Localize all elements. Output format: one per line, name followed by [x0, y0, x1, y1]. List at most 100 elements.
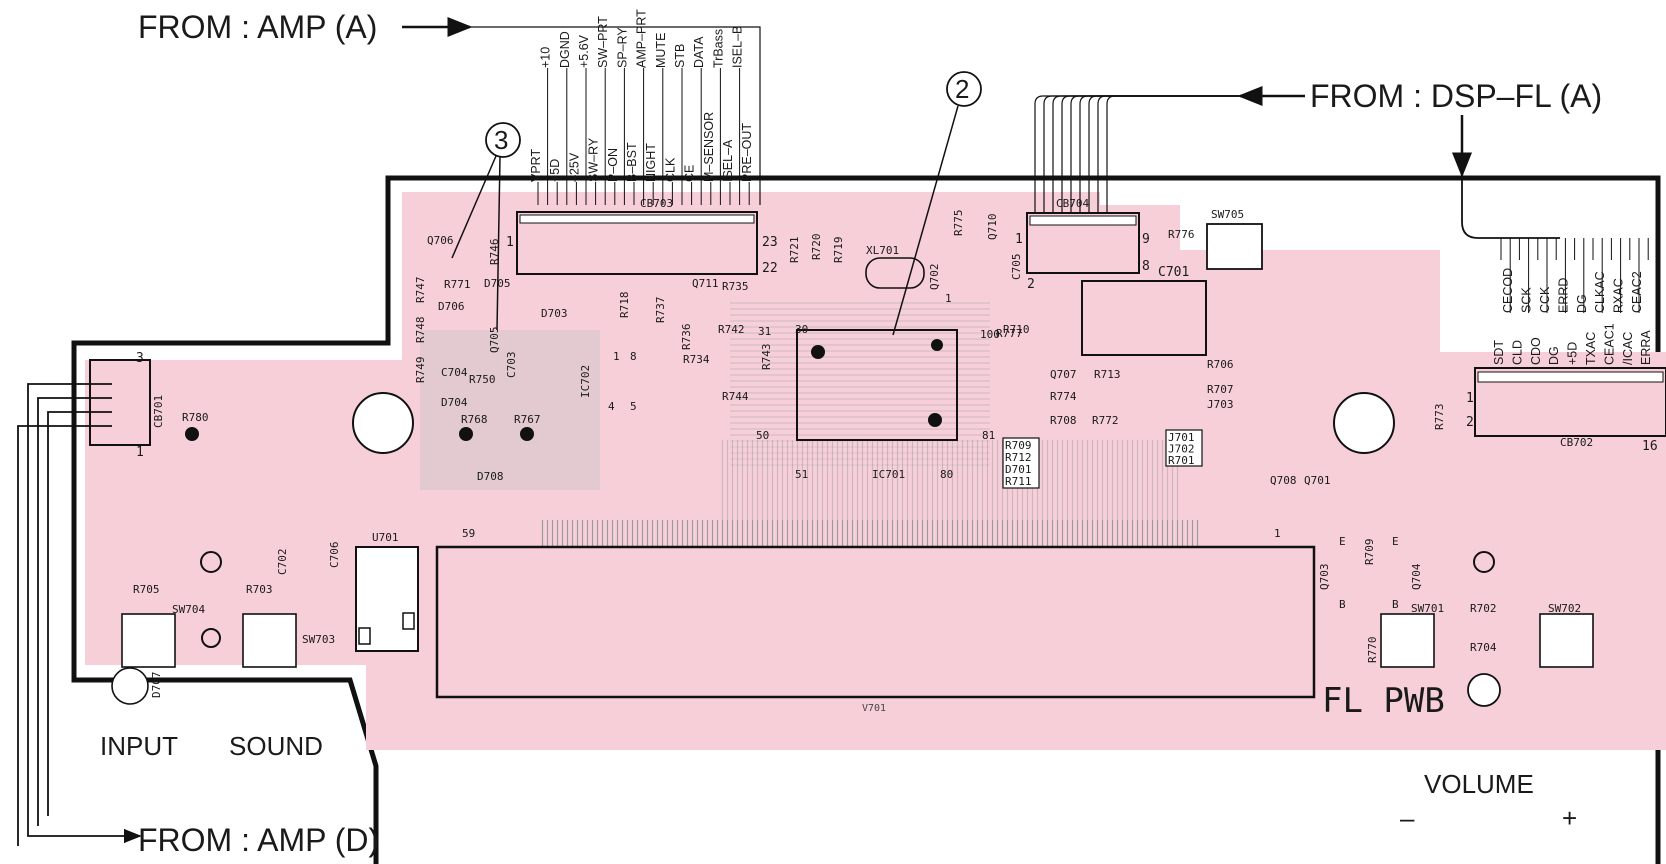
- cb703-pin-label-1: VPRT: [529, 149, 543, 182]
- callout-3-leader-a: [451, 155, 497, 259]
- cb704-wire-2: [1043, 95, 1240, 213]
- ic701-dot-c: [931, 339, 943, 351]
- label-c705: C705: [1010, 254, 1023, 281]
- callout-3-leader-b: [496, 156, 501, 331]
- cb701-body: [89, 359, 151, 446]
- callout-3-num: 3: [494, 125, 508, 155]
- cb703-pin23: 23: [762, 235, 778, 250]
- pad-r768: [459, 427, 473, 441]
- cb703-pin-label-23: PRE–OUT: [740, 123, 754, 182]
- label-q703: Q703: [1318, 564, 1331, 591]
- label-q705: Q705: [488, 327, 501, 354]
- display-pin-1: 1: [1274, 527, 1281, 540]
- cb703-pin-label-19: M–SENSOR: [702, 112, 716, 182]
- sw704-label: SW704: [172, 603, 205, 616]
- cb703-pin-label-20: TrBass: [711, 29, 725, 68]
- label-r775: R775: [952, 210, 965, 237]
- cb703-pin-label-14: MUTE: [654, 33, 668, 68]
- cb702-pin-label-10: DG: [1575, 294, 1589, 313]
- cb703-pin-label-15: CLK: [663, 157, 677, 182]
- amp-d-wire-1: [27, 383, 142, 844]
- ic701: [796, 329, 958, 441]
- cb703-trunk: [470, 26, 761, 205]
- q704-e-mark: E: [1392, 535, 1399, 548]
- label-c706: C706: [328, 542, 341, 569]
- label-r703: R703: [246, 583, 273, 596]
- cb703-pin-label-4: DGND: [558, 31, 572, 68]
- label-r704: R704: [1470, 641, 1497, 654]
- c701-body: [1081, 280, 1207, 356]
- sw705-label: SW705: [1211, 208, 1244, 221]
- label-r770: R770: [1366, 637, 1379, 664]
- label-r743: R743: [760, 344, 773, 371]
- u701-pad-b: [402, 612, 415, 630]
- label-r772: R772: [1092, 414, 1119, 427]
- from-dsp-fl-label: FROM : DSP–FL (A): [1310, 78, 1602, 114]
- dsp-down-wire: [1461, 170, 1560, 239]
- cb703-pin-label-10: SP–RY: [615, 27, 629, 68]
- ic702-pin-1: 1: [613, 350, 620, 363]
- label-r702: R702: [1470, 602, 1497, 615]
- label-r720: R720: [810, 234, 823, 261]
- label-r774: R774: [1050, 390, 1077, 403]
- input-label: INPUT: [100, 731, 178, 761]
- label-r735: R735: [722, 280, 749, 293]
- cb704-header: [1029, 215, 1137, 226]
- label-r767: R767: [514, 413, 541, 426]
- mount-hole-right: [1333, 392, 1395, 454]
- cb703-pin-label-2: +10: [539, 47, 553, 68]
- ic-pin-81: 81: [982, 429, 995, 442]
- ic-pin-1: 1: [945, 292, 952, 305]
- mount-hole-left: [352, 392, 414, 454]
- xl701-body: [865, 257, 925, 289]
- label-ic701: IC701: [872, 468, 905, 481]
- v701-label: V701: [862, 703, 886, 714]
- ic-pin-30: 30: [795, 323, 808, 336]
- cb704-wire-9: [1106, 95, 1240, 213]
- cb704-wire-1: [1034, 95, 1240, 213]
- board-title: FL PWB: [1322, 681, 1445, 721]
- u701-body: [355, 546, 419, 652]
- cb701-label: CB701: [152, 395, 165, 428]
- amp-d-wire-2: [37, 397, 112, 826]
- cb702-pin-label-12: CLKAC: [1593, 271, 1607, 313]
- callout-2-num: 2: [955, 74, 969, 104]
- cb704-pin8: 8: [1142, 259, 1150, 274]
- sw701-body: [1380, 613, 1435, 668]
- label-r721: R721: [788, 237, 801, 264]
- label-d703: D703: [541, 307, 568, 320]
- cb704-wire-7: [1088, 95, 1240, 213]
- cb703-pin-label-22: ISEL–B: [731, 26, 745, 68]
- cb704-pin1: 1: [1015, 232, 1023, 247]
- j701-box-line-3: R701: [1168, 454, 1195, 467]
- label-c704: C704: [441, 366, 468, 379]
- screw-hole-2: [201, 628, 221, 648]
- sw705-body: [1206, 223, 1263, 270]
- label-c702: C702: [276, 549, 289, 576]
- label-r742: R742: [718, 323, 745, 336]
- fl-display: [435, 545, 1316, 699]
- label-r777: R777: [996, 327, 1023, 340]
- cb702-pin-label-1: SDT: [1492, 340, 1506, 365]
- cb701-pin3: 3: [136, 351, 144, 366]
- cb703-pin-label-11: B–BST: [625, 142, 639, 182]
- label-r708: R708: [1050, 414, 1077, 427]
- label-r736: R736: [680, 324, 693, 351]
- cb702-pin2: 2: [1466, 415, 1474, 430]
- cb702-pin-label-15: /ICAC: [1621, 332, 1635, 365]
- ic702-pin-4: 4: [608, 400, 615, 413]
- j701-box-line-2: J702: [1168, 443, 1195, 456]
- cb704-wire-5: [1070, 95, 1240, 213]
- label-r749: R749: [414, 357, 427, 384]
- cb704-wire-8: [1097, 95, 1240, 213]
- cb704-body: [1026, 212, 1140, 274]
- ic-pin-100: 100: [980, 328, 1000, 341]
- label-q707: Q707: [1050, 368, 1077, 381]
- cb703-wires: [470, 26, 761, 205]
- ic-pin-50: 50: [756, 429, 769, 442]
- cb702-pin-label-8: ERRD: [1556, 278, 1570, 313]
- ic-pin-31: 31: [758, 325, 771, 338]
- cb703-pin-label-18: DATA: [692, 36, 706, 68]
- label-d706: D706: [438, 300, 465, 313]
